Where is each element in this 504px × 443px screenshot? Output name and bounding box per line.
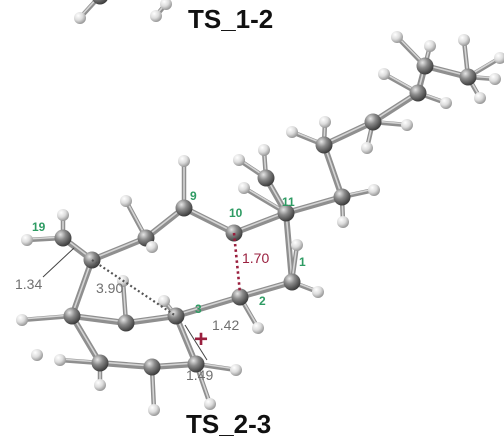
hydrogen-atom — [252, 322, 264, 334]
hydrogen-atom — [458, 34, 470, 46]
bond-highlight — [285, 195, 343, 213]
bond-highlight — [99, 361, 153, 367]
atom-label-10: 10 — [229, 206, 243, 220]
hydrogen-atom — [378, 68, 390, 80]
carbon-atom — [277, 204, 295, 222]
carbon-atom — [315, 136, 333, 154]
hydrogen-atom — [150, 10, 162, 22]
hydrogen-atom — [337, 216, 349, 228]
hydrogen-atom — [361, 142, 373, 154]
positive-charge-marker: + — [194, 326, 208, 353]
bond-highlight — [71, 258, 93, 316]
hydrogen-atom — [391, 31, 403, 43]
atom-label-9: 9 — [190, 189, 197, 203]
bond-highlight — [91, 236, 147, 260]
bond-highlight — [71, 314, 127, 323]
hydrogen-atom — [120, 195, 132, 207]
carbon-atom — [257, 169, 275, 187]
hydrogen-atom — [160, 0, 172, 10]
bond-highlight — [183, 206, 235, 233]
distance-label-1-70: 1.70 — [242, 250, 269, 266]
bond — [321, 119, 376, 148]
atom-label-19: 19 — [32, 220, 46, 234]
carbon-atom — [63, 307, 81, 325]
hydrogen-atom — [238, 182, 250, 194]
carbon-atom — [416, 57, 434, 75]
atom-label-1: 1 — [299, 255, 306, 269]
bond-highlight — [243, 186, 287, 213]
hydrogen-atom — [230, 364, 242, 376]
bond — [283, 194, 345, 216]
carbon-atom — [409, 84, 427, 102]
carbon-atom — [167, 307, 185, 325]
atom-label-11: 11 — [282, 195, 295, 209]
hydrogen-atom — [148, 404, 160, 416]
hydrogen-atom — [368, 184, 380, 196]
atom-label-3: 3 — [195, 302, 202, 316]
leader-1-49 — [184, 324, 208, 361]
hydrogen-atom — [489, 73, 501, 85]
bond — [97, 360, 155, 370]
distance-label-3-90: 3.90 — [96, 280, 123, 296]
bond — [231, 210, 289, 236]
hydrogen-atom — [291, 239, 303, 251]
contact-3-19 — [91, 259, 177, 317]
hydrogen-atom — [440, 97, 452, 109]
bond — [181, 205, 237, 236]
hydrogen-atom — [54, 354, 66, 366]
bond — [370, 90, 421, 125]
distance-label-1-49: 1.49 — [186, 367, 213, 383]
carbon-atom — [459, 68, 477, 86]
forming-bond-1-10 — [232, 232, 242, 294]
carbon-atom — [54, 229, 72, 247]
atom-label-2: 2 — [259, 294, 266, 308]
leader-1-34 — [42, 247, 75, 278]
hydrogen-atom — [16, 314, 28, 326]
bond-highlight — [323, 120, 374, 145]
hydrogen-atom — [474, 92, 486, 104]
bond-highlight — [239, 280, 293, 297]
bond — [69, 313, 129, 326]
carbon-atom — [92, 0, 108, 5]
hydrogen-atom — [424, 40, 436, 52]
hydrogen-atom — [233, 154, 245, 166]
carbon-atom — [143, 358, 161, 376]
bond — [237, 279, 295, 300]
hydrogen-atom — [401, 119, 413, 131]
carbon-atom — [333, 188, 351, 206]
bond-highlight — [285, 211, 293, 282]
title-ts-1-2: TS_1-2 — [188, 4, 273, 34]
carbon-atom — [175, 199, 193, 217]
hydrogen-atom — [31, 349, 43, 361]
hydrogen-atom — [74, 12, 86, 24]
hydrogen-atom — [286, 126, 298, 138]
hydrogen-atom — [158, 295, 170, 307]
title-ts-2-3: TS_2-3 — [186, 409, 271, 439]
bond — [89, 235, 149, 263]
hydrogen-atom — [319, 116, 331, 128]
distance-label-1-42: 1.42 — [212, 317, 239, 333]
hydrogen-atom — [312, 286, 324, 298]
bond-highlight — [233, 211, 287, 233]
carbon-atom — [231, 288, 249, 306]
carbon-atom — [91, 354, 109, 372]
carbon-atom — [364, 113, 382, 131]
distance-label-1-34: 1.34 — [15, 276, 42, 292]
hydrogen-atom — [94, 379, 106, 391]
carbon-atom — [187, 355, 205, 373]
carbon-atom — [117, 314, 135, 332]
hydrogen-atom — [146, 241, 158, 253]
bond — [173, 294, 243, 319]
bond-highlight — [175, 295, 241, 316]
hydrogen-atom — [258, 144, 270, 156]
carbon-atom — [283, 273, 301, 291]
hydrogen-atom — [57, 209, 69, 221]
hydrogen-atom — [204, 398, 216, 410]
hydrogen-atom — [494, 52, 504, 64]
hydrogen-atom — [178, 155, 190, 167]
atoms — [16, 0, 504, 416]
hydrogen-atom — [21, 234, 33, 246]
